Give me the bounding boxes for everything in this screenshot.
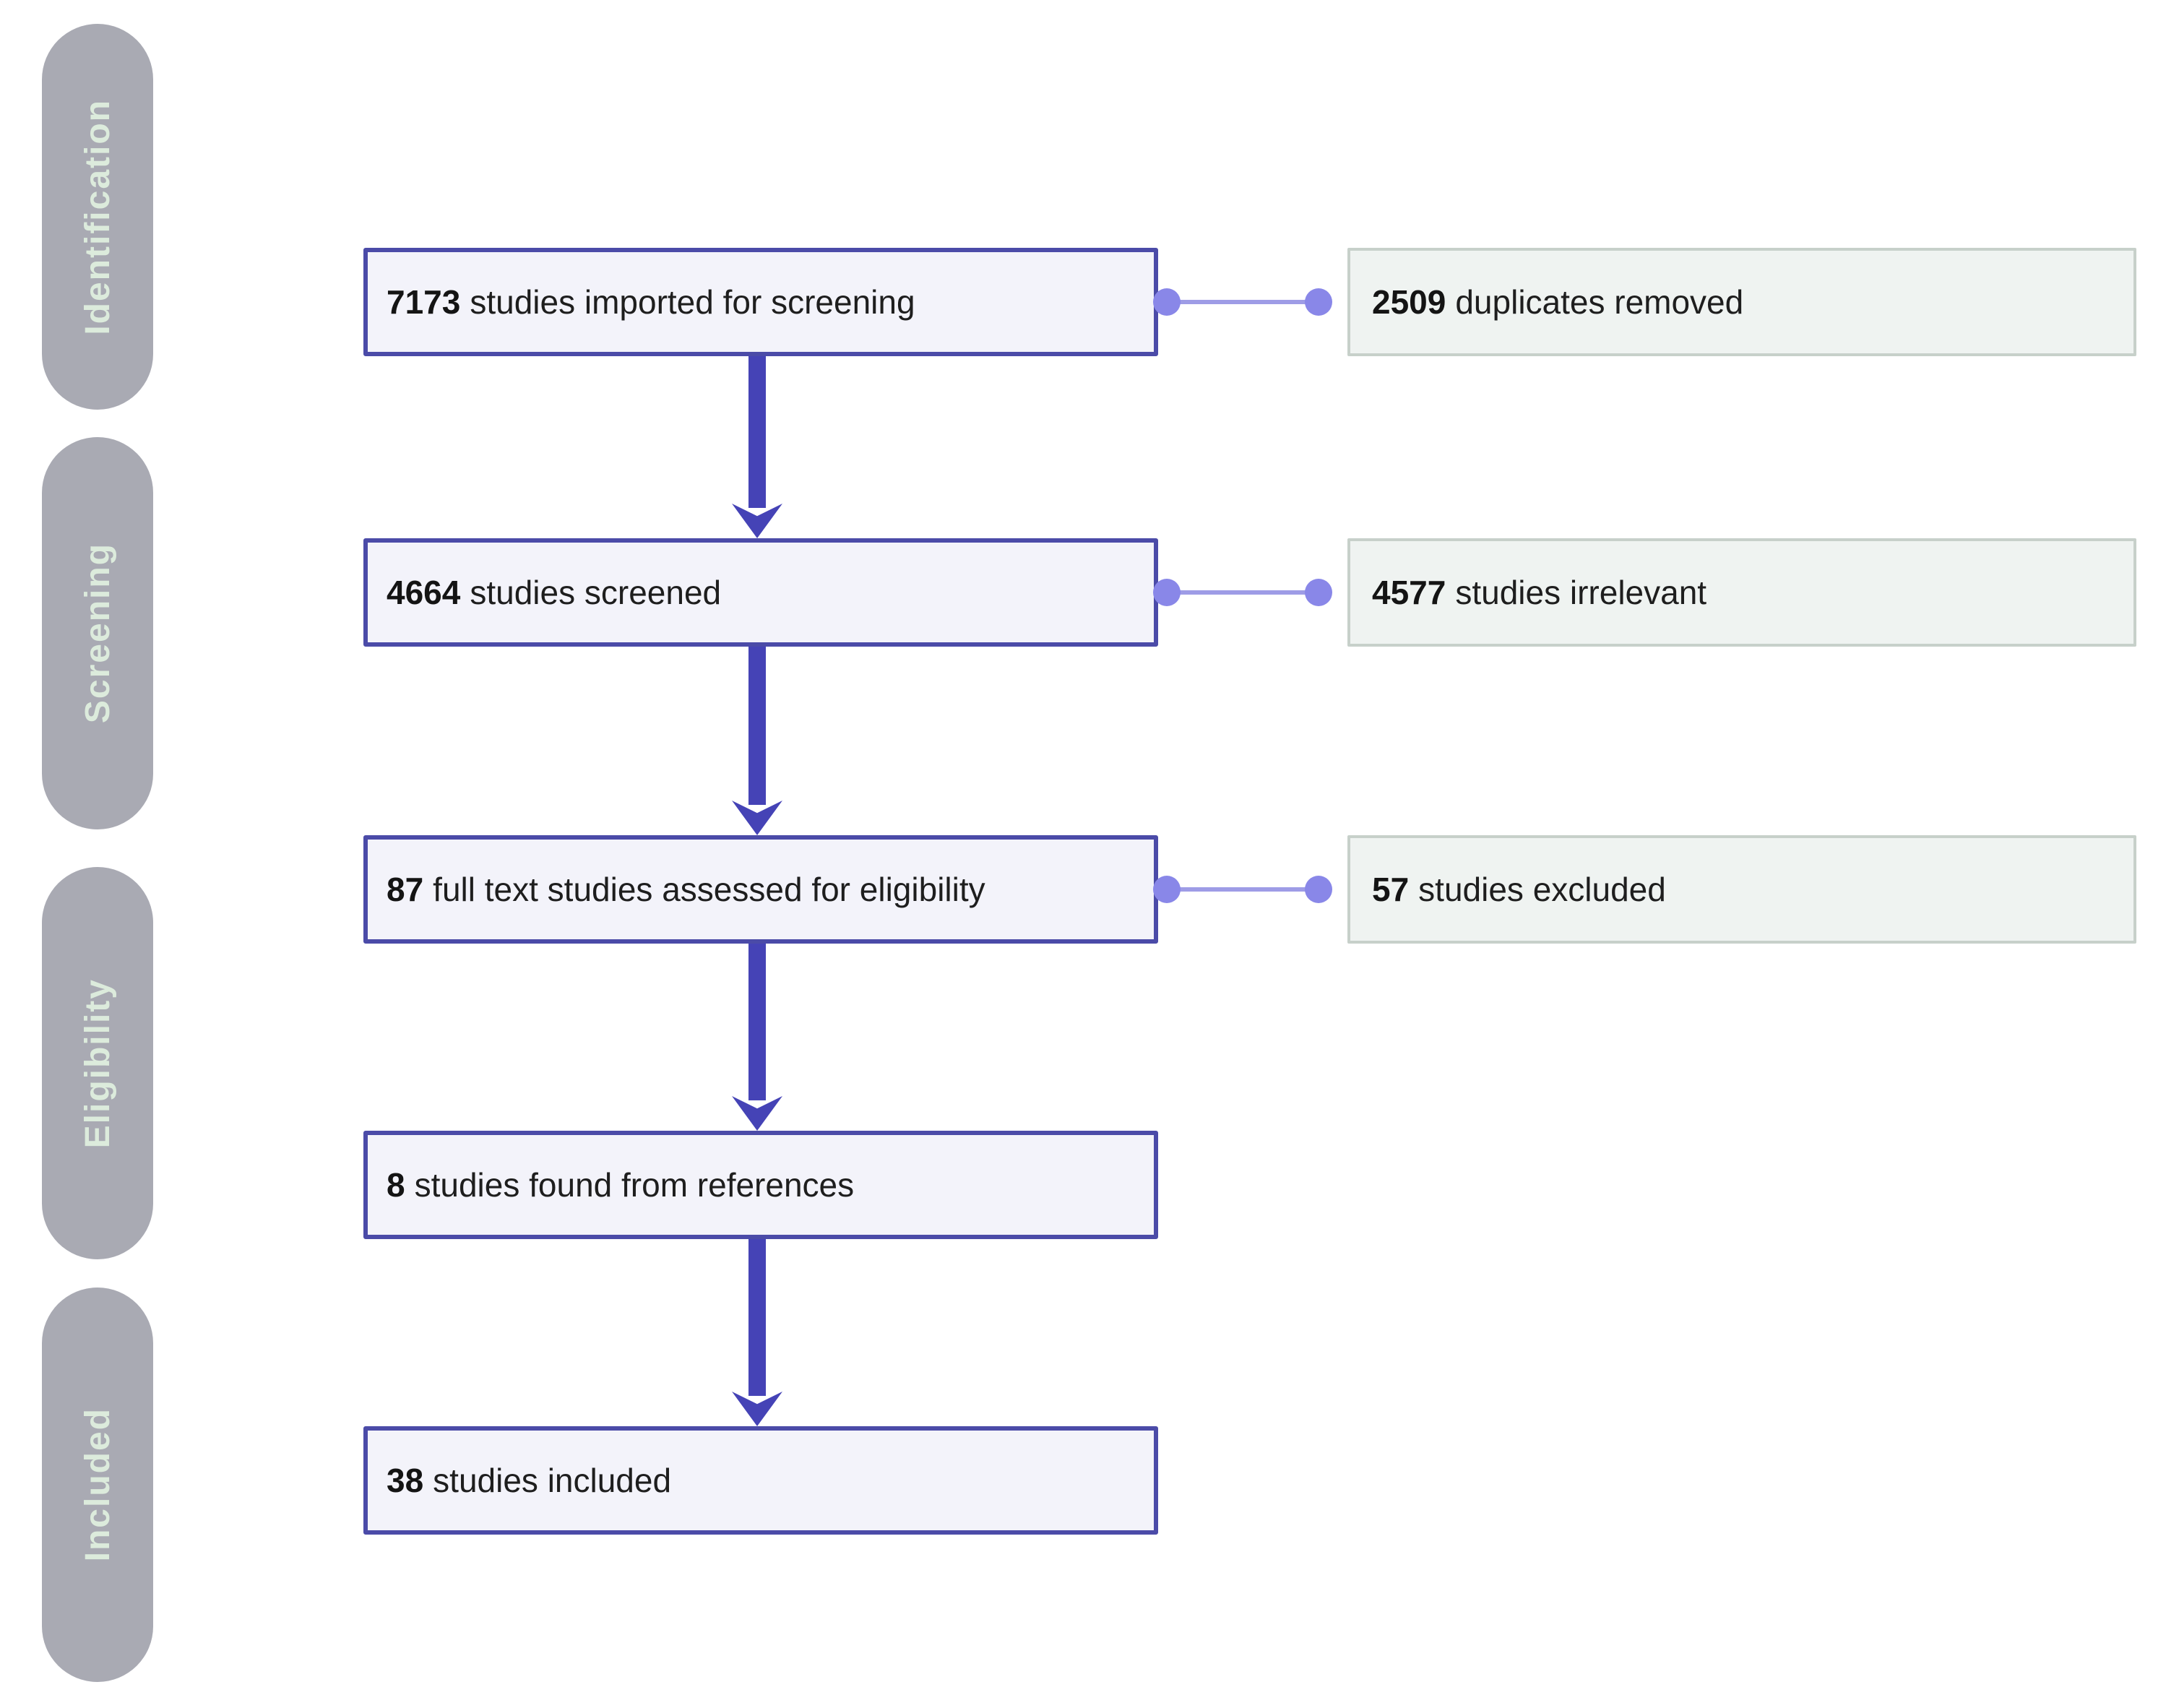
stage-label-eligibility: Eligibility <box>78 978 117 1149</box>
stage-pill-screening: Screening <box>42 437 153 829</box>
stage-label-screening: Screening <box>78 543 117 724</box>
flow-box-studies-imported-label: studies imported for screening <box>470 283 915 321</box>
side-box-studies-excluded: 57 studies excluded <box>1347 835 2136 944</box>
down-arrow-3-head-icon <box>732 1096 782 1131</box>
flow-box-studies-included-label: studies included <box>433 1462 672 1499</box>
down-arrow-1-head-icon <box>732 504 782 538</box>
stage-label-included: Included <box>78 1407 117 1562</box>
down-arrow-3 <box>748 944 766 1100</box>
connector-dot-left-3 <box>1153 876 1181 903</box>
side-box-duplicates-removed: 2509 duplicates removed <box>1347 248 2136 356</box>
connector-dot-right-1 <box>1305 288 1332 316</box>
connector-dot-right-3 <box>1305 876 1332 903</box>
flow-box-found-from-references: 8 studies found from references <box>363 1131 1158 1239</box>
side-box-studies-irrelevant-label: studies irrelevant <box>1455 574 1707 611</box>
flow-box-fulltext-assessed-label: full text studies assessed for eligibili… <box>433 871 985 908</box>
connector-line-3 <box>1167 887 1319 892</box>
connector-line-2 <box>1167 590 1319 595</box>
flow-box-studies-screened-label: studies screened <box>470 574 722 611</box>
side-box-studies-irrelevant: 4577 studies irrelevant <box>1347 538 2136 647</box>
side-box-studies-excluded-count: 57 <box>1372 871 1410 908</box>
flow-box-studies-included-count: 38 <box>387 1462 424 1499</box>
down-arrow-2-head-icon <box>732 801 782 835</box>
side-box-studies-irrelevant-count: 4577 <box>1372 574 1446 611</box>
side-box-studies-excluded-label: studies excluded <box>1418 871 1666 908</box>
connector-dot-left-2 <box>1153 579 1181 606</box>
down-arrow-1 <box>748 356 766 508</box>
flow-box-found-from-references-label: studies found from references <box>414 1166 855 1204</box>
flow-box-fulltext-assessed: 87 full text studies assessed for eligib… <box>363 835 1158 944</box>
flow-box-studies-imported: 7173 studies imported for screening <box>363 248 1158 356</box>
flow-box-found-from-references-count: 8 <box>387 1166 405 1204</box>
connector-line-1 <box>1167 300 1319 304</box>
flow-box-studies-screened: 4664 studies screened <box>363 538 1158 647</box>
side-box-duplicates-removed-count: 2509 <box>1372 283 1446 321</box>
down-arrow-4 <box>748 1239 766 1396</box>
stage-pill-included: Included <box>42 1288 153 1682</box>
down-arrow-4-head-icon <box>732 1392 782 1426</box>
connector-dot-right-2 <box>1305 579 1332 606</box>
side-box-duplicates-removed-label: duplicates removed <box>1455 283 1744 321</box>
flow-box-studies-included: 38 studies included <box>363 1426 1158 1535</box>
stage-pill-eligibility: Eligibility <box>42 867 153 1259</box>
stage-label-identification: Identification <box>78 98 117 335</box>
flow-box-studies-screened-count: 4664 <box>387 574 461 611</box>
down-arrow-2 <box>748 647 766 805</box>
flow-box-studies-imported-count: 7173 <box>387 283 461 321</box>
stage-pill-identification: Identification <box>42 24 153 410</box>
connector-dot-left-1 <box>1153 288 1181 316</box>
flow-box-fulltext-assessed-count: 87 <box>387 871 424 908</box>
